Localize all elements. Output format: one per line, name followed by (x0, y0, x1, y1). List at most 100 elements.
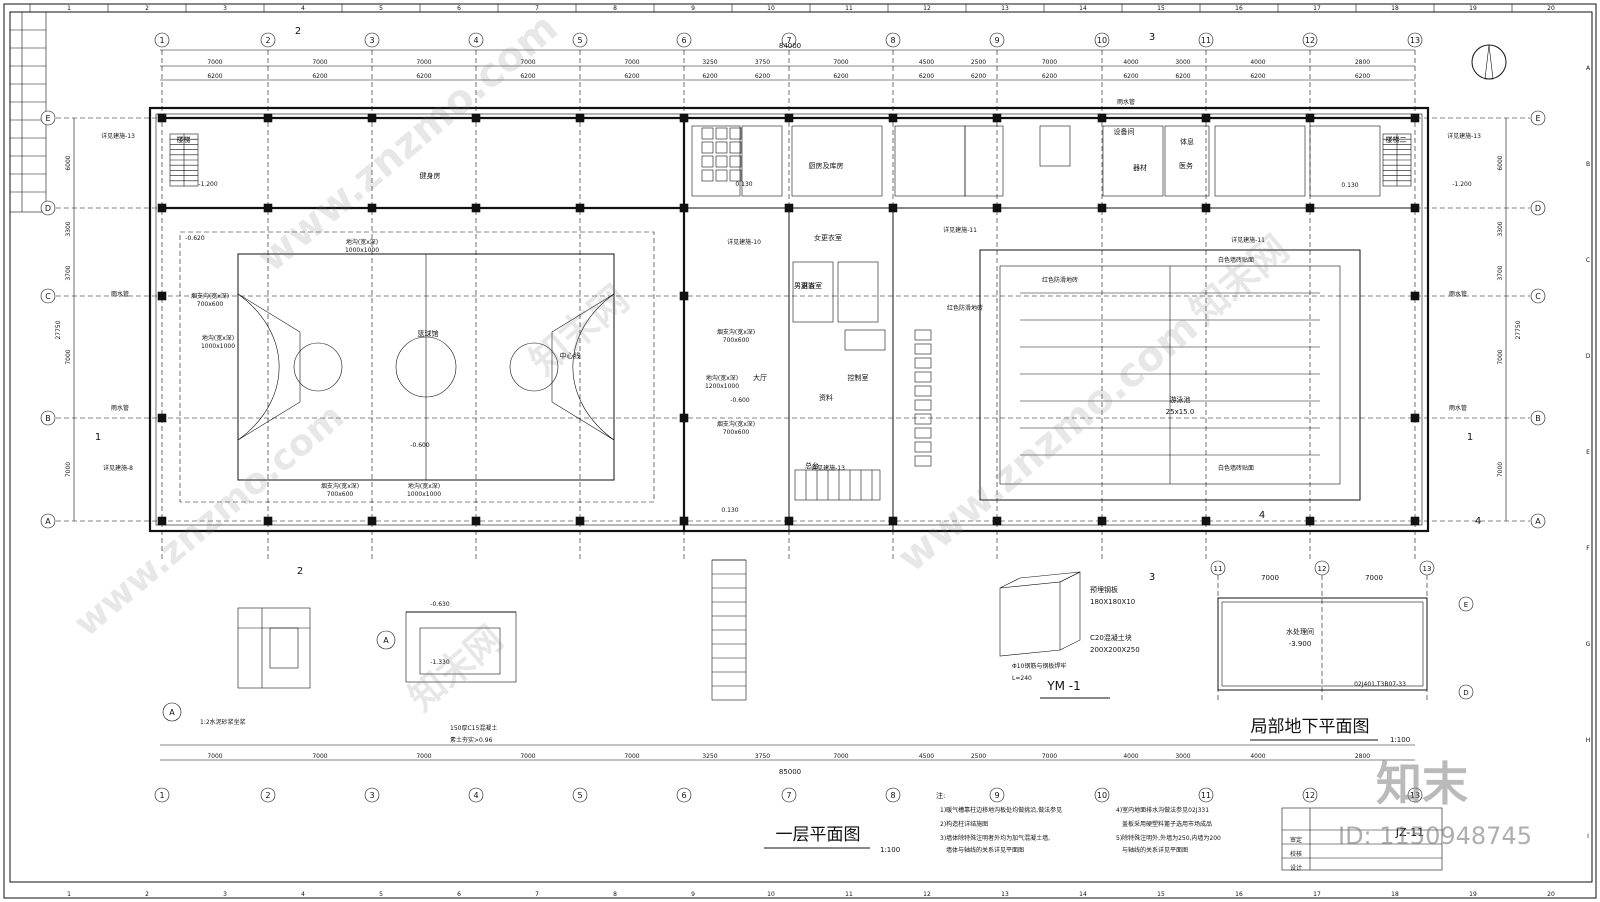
column (1097, 113, 1107, 123)
dim-row-right: 6000 (1497, 155, 1504, 170)
grid-label-top: 10 (1097, 36, 1107, 45)
column (888, 516, 898, 526)
column (1410, 516, 1420, 526)
toilet-stall (715, 155, 728, 168)
annotation: 详见建施-8 (103, 464, 133, 472)
column (1201, 203, 1211, 213)
room-label: 楼梯二 (1386, 135, 1407, 144)
annotation: -1.200 (1452, 181, 1472, 188)
detail-trench-section (405, 611, 517, 683)
sheet-column-number: 19 (1469, 5, 1477, 12)
dim-total-side: 27750 (55, 320, 62, 339)
section-marker: 1 (1467, 432, 1473, 443)
dim-bay-inner: 6200 (1250, 73, 1265, 80)
column (157, 516, 167, 526)
room-label: 医务 (1179, 161, 1193, 170)
note-line: 3)墙体除特殊注明者外均为加气混凝土墙, (940, 834, 1050, 842)
shower-room (792, 261, 834, 323)
dim-bay-bottom: 7000 (520, 753, 535, 760)
sheet-column-number: 6 (457, 5, 461, 12)
dim-bay-bottom: 7000 (624, 753, 639, 760)
column (367, 113, 377, 123)
column (888, 203, 898, 213)
pool-equipment (914, 399, 932, 411)
annotation: -0.600 (730, 397, 750, 404)
room-label: 游泳池 (1170, 395, 1191, 404)
service-room (791, 125, 883, 197)
sheet-column-number: 16 (1235, 891, 1243, 898)
note-line: 墙体与轴线的关系详见平面图 (946, 846, 1024, 854)
dim-bay-inner: 6200 (702, 73, 717, 80)
sheet-frame (3, 3, 1597, 899)
sheet-column-number: 9 (691, 891, 695, 898)
note-line: 2)构造柱详结施图 (940, 820, 988, 828)
grid-bubble-top (572, 32, 588, 48)
dim-row-right: 3700 (1497, 265, 1504, 280)
watermark-brand: 知末 (1376, 757, 1468, 811)
dim-bay-inner: 6200 (1042, 73, 1057, 80)
grid-bubble-top (468, 32, 484, 48)
pool-equipment (914, 413, 932, 425)
sheet-row-letter: E (1586, 449, 1590, 456)
column (1410, 203, 1420, 213)
grid-bubble-bottom (989, 787, 1005, 803)
ym1-label: 180X180X10 (1090, 598, 1135, 606)
sheet-column-number: 19 (1469, 891, 1477, 898)
annotation: 700x600 (723, 337, 750, 344)
grid-bubble-right (1530, 110, 1546, 126)
dim-row-left: 3300 (65, 221, 72, 236)
detail-bubble-label: A (383, 636, 389, 645)
dim-row-right: 7000 (1497, 462, 1504, 477)
ym1-label: Φ10钢筋与钢板焊牢 (1012, 662, 1066, 670)
dim-bay-inner: 6200 (971, 73, 986, 80)
pool-equipment (914, 357, 932, 369)
grid-bubble-top (260, 32, 276, 48)
room-label: 中心线 (560, 351, 581, 360)
dim-bay-inner: 6200 (207, 73, 222, 80)
room-label: 大厅 (753, 373, 767, 382)
bsmt-row-label: D (1463, 689, 1468, 697)
grid-bubble-left (40, 288, 56, 304)
grid-label-left: E (45, 114, 50, 123)
annotation: 地沟(宽x深) (346, 238, 378, 246)
bsmt-grid-label: 11 (1214, 565, 1223, 573)
pool-equipment (914, 441, 932, 453)
column (157, 203, 167, 213)
sheet-column-number: 2 (145, 5, 149, 12)
title-block-label: 设计 (1290, 864, 1302, 872)
grid-bubble-bottom (1302, 787, 1318, 803)
free-throw-right (509, 342, 559, 392)
toilet-stall (729, 127, 742, 140)
grid-label-top: 3 (369, 36, 374, 45)
room-label: 篮球馆 (418, 329, 439, 338)
column (263, 203, 273, 213)
annotation: 详见建施-13 (101, 132, 135, 140)
grid-label-right: C (1535, 292, 1541, 301)
court-key-left (237, 293, 301, 441)
grid-label-bottom: 5 (577, 791, 582, 800)
grid-label-bottom: 12 (1305, 791, 1315, 800)
grid-label-top: 6 (681, 36, 686, 45)
column (575, 113, 585, 123)
detail-wall-section (237, 607, 311, 689)
section-marker: 3 (1149, 32, 1155, 43)
three-point-right (572, 293, 615, 441)
sheet-code: JZ-11 (1395, 826, 1425, 839)
dim-bay: 7000 (624, 59, 639, 66)
grid-label-bottom: 2 (265, 791, 270, 800)
grid-label-right: B (1535, 414, 1541, 423)
grid-bubble-bottom (676, 787, 692, 803)
grid-bubble-left (40, 410, 56, 426)
dim-bay: 7000 (416, 59, 431, 66)
grid-label-top: 12 (1305, 36, 1315, 45)
sheet-column-number: 2 (145, 891, 149, 898)
sheet-column-number: 1 (67, 5, 71, 12)
grid-label-top: 11 (1201, 36, 1211, 45)
sheet-column-number: 14 (1079, 5, 1087, 12)
annotation: 1000x1000 (201, 343, 235, 350)
sheet-column-number: 13 (1001, 891, 1009, 898)
detail-bubble-B (376, 630, 396, 650)
grid-bubble-left (40, 513, 56, 529)
room-label: 器材 (1133, 163, 1147, 172)
column (1410, 113, 1420, 123)
